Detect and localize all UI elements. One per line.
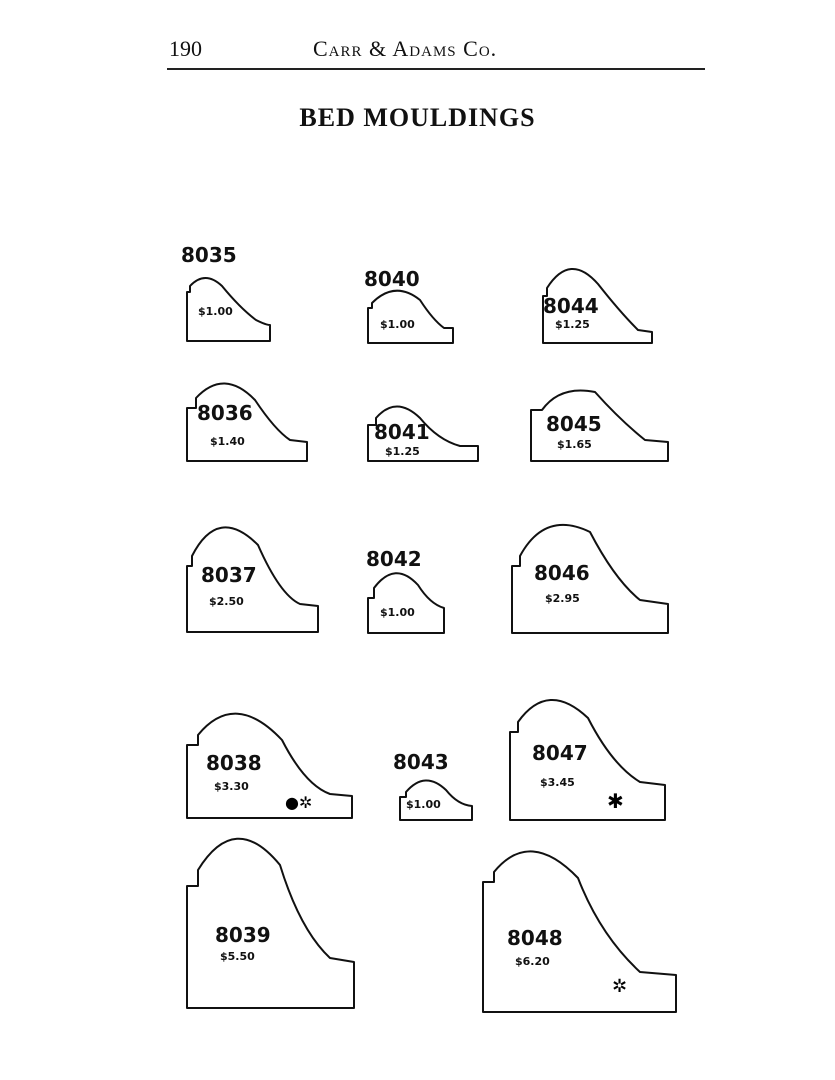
moulding-number: 8042 xyxy=(366,547,422,571)
moulding-8047: 8047 $3.45 ✱ xyxy=(509,699,666,821)
moulding-number: 8044 xyxy=(543,294,599,318)
moulding-8043: 8043 $1.00 xyxy=(393,750,473,821)
moulding-price: $1.00 xyxy=(198,305,233,318)
catalogue-mark: ✲ xyxy=(612,976,627,997)
moulding-profile xyxy=(482,850,677,1013)
moulding-price: $1.25 xyxy=(555,318,590,331)
page-header: 190 Carr & Adams Co. xyxy=(167,34,705,70)
moulding-8036: 8036 $1.40 xyxy=(186,382,308,462)
moulding-profile xyxy=(542,267,653,344)
moulding-number: 8047 xyxy=(532,741,588,765)
moulding-number: 8043 xyxy=(393,750,449,774)
moulding-number: 8041 xyxy=(374,420,430,444)
moulding-8048: 8048 $6.20 ✲ xyxy=(482,850,677,1013)
moulding-8046: 8046 $2.95 xyxy=(511,523,669,634)
moulding-price: $1.40 xyxy=(210,435,245,448)
moulding-number: 8037 xyxy=(201,563,257,587)
moulding-8038: 8038 $3.30 ●✲ xyxy=(186,712,353,819)
moulding-number: 8039 xyxy=(215,923,271,947)
moulding-8041: 8041 $1.25 xyxy=(367,405,479,462)
moulding-8045: 8045 $1.65 xyxy=(530,389,669,462)
page-title: BED MOULDINGS xyxy=(299,103,536,132)
moulding-number: 8045 xyxy=(546,412,602,436)
moulding-8037: 8037 $2.50 xyxy=(186,526,319,633)
moulding-price: $1.00 xyxy=(380,318,415,331)
moulding-number: 8035 xyxy=(181,243,237,267)
moulding-number: 8048 xyxy=(507,926,563,950)
moulding-profile xyxy=(399,779,473,821)
moulding-profile xyxy=(367,405,479,462)
moulding-profile xyxy=(511,523,669,634)
moulding-profile xyxy=(186,712,353,819)
page-number: 190 xyxy=(169,36,202,61)
moulding-profile xyxy=(367,289,454,344)
moulding-number: 8036 xyxy=(197,401,253,425)
moulding-profile xyxy=(509,699,666,821)
moulding-price: $2.95 xyxy=(545,592,580,605)
moulding-price: $3.45 xyxy=(540,776,575,789)
moulding-price: $1.00 xyxy=(406,798,441,811)
moulding-profile xyxy=(530,389,669,462)
moulding-8044: 8044 $1.25 xyxy=(542,267,653,344)
moulding-profile xyxy=(186,837,355,1009)
moulding-price: $6.20 xyxy=(515,955,550,968)
moulding-profile xyxy=(186,277,271,342)
moulding-profile xyxy=(186,526,319,633)
catalogue-mark: ✱ xyxy=(607,789,624,813)
moulding-profile xyxy=(186,382,308,462)
catalogue-mark: ●✲ xyxy=(285,793,312,812)
moulding-price: $1.65 xyxy=(557,438,592,451)
moulding-8039: 8039 $5.50 xyxy=(186,837,355,1009)
moulding-8042: 8042 $1.00 xyxy=(366,547,445,634)
moulding-profile xyxy=(367,572,445,634)
moulding-8035: 8035 $1.00 xyxy=(181,243,271,342)
moulding-number: 8038 xyxy=(206,751,262,775)
moulding-price: $1.00 xyxy=(380,606,415,619)
running-head: Carr & Adams Co. xyxy=(313,36,498,61)
moulding-number: 8040 xyxy=(364,267,420,291)
moulding-price: $5.50 xyxy=(220,950,255,963)
moulding-price: $3.30 xyxy=(214,780,249,793)
moulding-price: $2.50 xyxy=(209,595,244,608)
moulding-number: 8046 xyxy=(534,561,590,585)
moulding-8040: 8040 $1.00 xyxy=(364,267,454,344)
moulding-price: $1.25 xyxy=(385,445,420,458)
